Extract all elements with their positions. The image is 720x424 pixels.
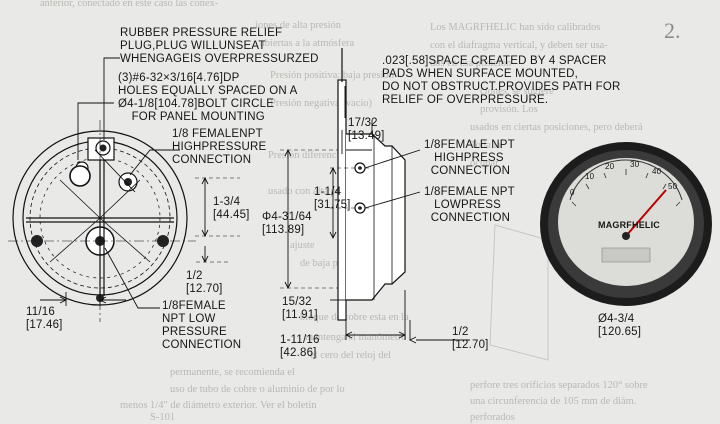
bg-text-right-2: con el diafragma vertical, y deben ser u…: [430, 40, 608, 51]
callout-panel-holes: (3)#6-32×3/16[4.76]DP HOLES EQUALLY SPAC…: [118, 72, 298, 123]
dim-1-11-16: 1-11/16 [42.86]: [280, 334, 320, 359]
bg-text-left-1: anterior, conectado en este caso las con…: [40, 0, 219, 9]
dim-dia-photo: Ø4-3/4 [120.65]: [598, 313, 642, 338]
bg-text-left-15: menos 1/4" de diámetro exterior. Ver el …: [120, 400, 317, 411]
side-hole-right: [157, 235, 169, 247]
bg-text-right-3: dos en esa posición: [430, 58, 512, 69]
callout-low-conn-left: 1/8FEMALE NPT LOW PRESSURE CONNECTION: [162, 300, 242, 351]
bg-text-right-8: ocupar: [470, 158, 499, 169]
dim-1-3-4: 1-3/4 [44.45]: [213, 196, 250, 221]
dim-15-32: 15/32 [11.91]: [282, 296, 318, 321]
bg-text-left-4: Presión positiva: baja presión: [270, 70, 394, 81]
bg-text-left-14: uso de tubo de cobre o aluminio de por l…: [170, 384, 345, 395]
callout-relief-plug: RUBBER PRESSURE RELIEF PLUG,PLUG WILLUNS…: [120, 27, 319, 65]
callout-spacer: .023[.58]SPACE CREATED BY 4 SPACER PADS …: [382, 55, 621, 106]
side-view-body: [346, 133, 406, 301]
gauge-scale-30: 30: [630, 160, 640, 169]
bg-text-right-7: Toda la: [470, 140, 502, 151]
callout-high-conn-left: 1/8 FEMALENPT HIGHPRESSURE CONNECTION: [172, 128, 267, 166]
bg-text-left-16: S-101: [150, 412, 176, 423]
bg-text-left-12: el cero del reloj del: [310, 350, 392, 361]
dim-17-32: 17/32 [13.49]: [348, 117, 385, 142]
bg-text-left-8: ajuste: [290, 240, 315, 251]
bg-text-left-5: Presión negativa (vacío): [270, 98, 373, 109]
dim-1-2-bottom: 1/2 [12.70]: [452, 326, 489, 351]
gauge-scale-40: 40: [652, 167, 662, 176]
bg-text-left-10: bloque de cobre esta en la: [300, 312, 409, 323]
gauge-photo-svg: [540, 142, 712, 306]
bg-text-left-11: mantenga el manómetro: [305, 332, 407, 343]
gauge-photo: MAGRFHELIC 0 10 20 30 40 50: [538, 140, 714, 308]
bg-text-right-5: provisón. Los: [480, 104, 538, 115]
gauge-brand: MAGRFHELIC: [598, 220, 660, 230]
bg-text-right-4: ciones, se sugiere: [480, 86, 554, 97]
section-number: 2.: [664, 18, 681, 43]
bg-text-left-7: usado con alta presión: [268, 186, 362, 197]
bg-text-right-1: Los MAGRFHELIC han sido calibrados: [430, 22, 601, 33]
side-hole-left: [31, 235, 43, 247]
dim-1-2-left: 1/2 [12.70]: [186, 270, 223, 295]
dim-11-16: 11/16 [17.46]: [26, 306, 63, 331]
gauge-scale-50: 50: [668, 182, 678, 191]
bg-text-right-11: perforados: [470, 412, 515, 423]
bg-text-right-10: una circunferencia de 105 mm de diám.: [470, 396, 637, 407]
gauge-scale-10: 10: [585, 172, 595, 181]
bg-text-right-9: perfore tres orificios separados 120° so…: [470, 380, 648, 391]
bg-text-left-3: abiertas a la atmósfera: [260, 38, 355, 49]
gauge-scale-20: 20: [605, 162, 615, 171]
bg-text-right-6: usados en ciertas posiciones, pero deber…: [470, 122, 643, 133]
gauge-scale-0: 0: [570, 188, 575, 197]
dim-dia-4-31-64: Φ4-31/64 [113.89]: [262, 211, 312, 236]
bg-text-left-9: de baja presión: [300, 258, 364, 269]
mount-hole-left: [69, 165, 91, 187]
dim-1-1-4: 1-1/4 [31.75]: [314, 186, 351, 211]
bg-text-left-2: iones de alta presión: [255, 20, 342, 31]
bg-text-left-6: Presión diferencial: [268, 150, 348, 161]
callout-low-conn-right: 1/8FEMALE NPT LOWPRESS CONNECTION: [424, 186, 515, 224]
callout-high-conn-right: 1/8FEMALE NPT HIGHPRESS CONNECTION: [424, 139, 515, 177]
bg-text-left-13: permanente, se recomienda el: [170, 367, 295, 378]
